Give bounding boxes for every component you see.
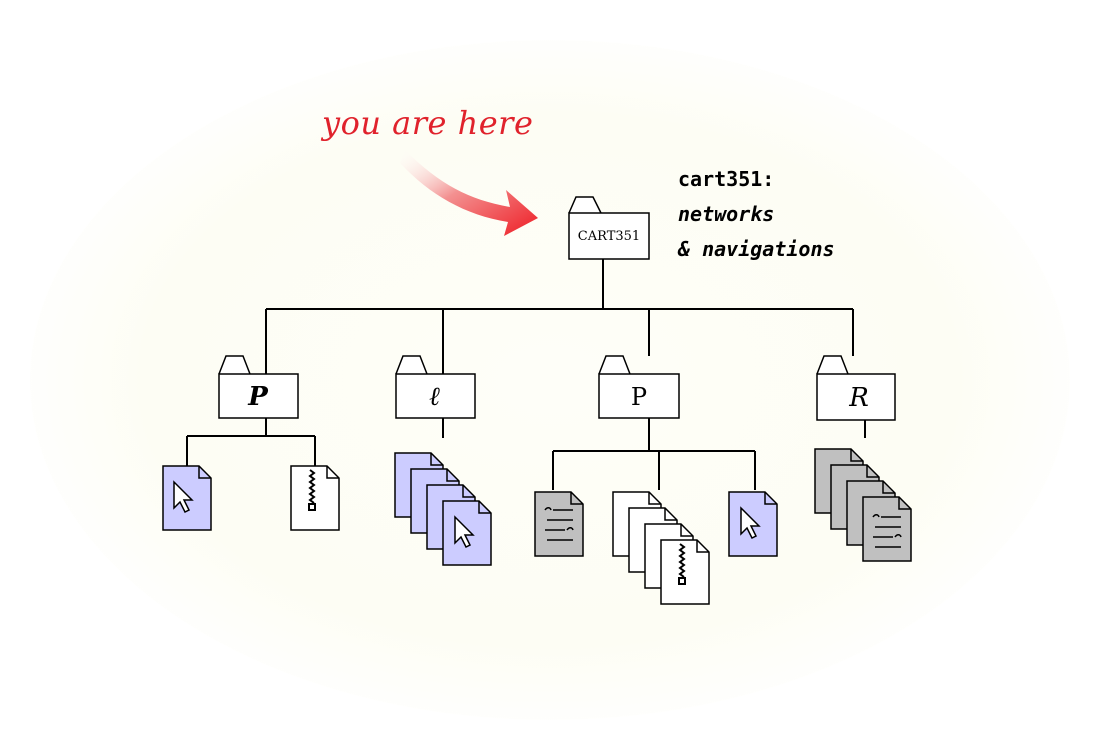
web-page-stack-icon[interactable] [394, 452, 492, 566]
you-are-here-label: you are here [322, 104, 534, 142]
root-folder-icon[interactable]: CART351 [568, 196, 650, 260]
folder-letter: R [848, 383, 869, 413]
you-are-here-arrow [400, 150, 538, 236]
course-subtitle-line2: & navigations [678, 237, 835, 261]
text-document-stack-icon[interactable] [814, 448, 912, 562]
folder-icon[interactable]: P [218, 355, 299, 419]
folder-icon[interactable]: ℓ [395, 355, 476, 419]
root-folder-label: CART351 [578, 229, 640, 244]
course-subtitle-line1: networks [678, 202, 775, 226]
folder-letter: ℓ [429, 382, 440, 412]
folder-icon[interactable]: P [598, 355, 680, 419]
web-page-icon[interactable] [162, 465, 212, 531]
folder-letter: P [247, 382, 269, 412]
web-page-icon[interactable] [728, 491, 778, 557]
folder-letter: P [631, 383, 647, 411]
zip-file-stack-icon[interactable] [612, 491, 710, 605]
zip-file-icon[interactable] [290, 465, 340, 531]
course-code: cart351: [678, 167, 775, 191]
background-glow [30, 40, 1070, 720]
text-document-icon[interactable] [534, 491, 584, 557]
folder-icon[interactable]: R [816, 355, 896, 421]
course-title: cart351: networks & navigations [678, 162, 835, 267]
tree-connectors [186, 259, 866, 490]
